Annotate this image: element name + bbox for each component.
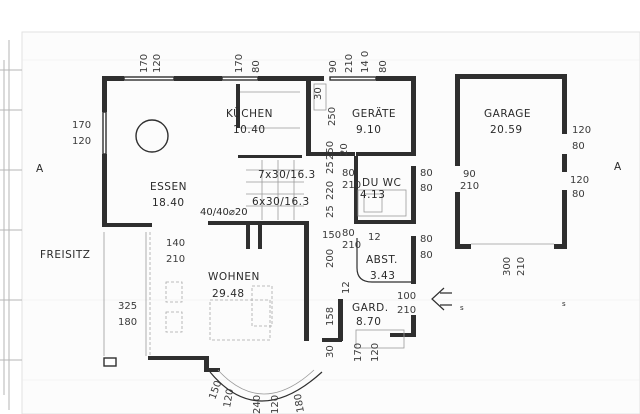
dim-mid-158: 158 (325, 307, 336, 326)
room-garage-area: 20.59 (490, 124, 523, 136)
room-gard-name: GARD. (352, 302, 389, 314)
room-abst-area: 3.43 (370, 270, 395, 282)
round-table (135, 119, 169, 153)
dim-garage-r1-a: 120 (572, 125, 591, 136)
dim-gard-100: 100 (397, 291, 416, 302)
dim-mid-220: 220 (325, 181, 336, 200)
entrance-arrow-icon (431, 287, 452, 311)
room-essen-area: 18.40 (152, 197, 185, 209)
dim-bay-3: 240 (252, 395, 263, 414)
dim-gard-210: 210 (397, 305, 416, 316)
dim-bot-30: 30 (325, 345, 336, 358)
dim-top-4b: 80 (378, 60, 389, 73)
dim-kue-30: 30 (313, 87, 324, 100)
room-abst-name: ABST. (366, 254, 398, 266)
dim-top-2a: 170 (234, 54, 245, 73)
column-note: 40/40⌀20 (200, 207, 248, 218)
room-geraete-name: GERÄTE (352, 107, 396, 120)
dim-garage-l-b: 210 (460, 181, 479, 192)
dim-top-3b: 210 (344, 54, 355, 73)
garage-marker: s (562, 300, 566, 308)
dim-mid-25: 25 (325, 161, 336, 174)
dim-wohnen-140: 140 (166, 238, 185, 249)
section-mark-left: A (36, 163, 44, 175)
dim-garage-l-a: 90 (463, 169, 476, 180)
dim-wc-80a: 80 (342, 168, 355, 179)
dim-bot-120: 120 (370, 343, 381, 362)
bay-window-arc (209, 371, 323, 402)
dim-abst-r80a: 80 (420, 234, 433, 245)
dim-abst-80: 80 (342, 228, 355, 239)
stair-note-lower: 6x30/16.3 (252, 196, 310, 208)
walls (102, 76, 416, 372)
dim-abst-210: 210 (342, 240, 361, 251)
dim-top-3a: 90 (328, 60, 339, 73)
dim-freisitz-180: 180 (118, 317, 137, 328)
freisitz-area (103, 232, 151, 356)
room-wohnen-area: 29.48 (212, 288, 245, 300)
room-kuechen-area: 10.40 (233, 124, 266, 136)
dim-garage-door-b: 210 (516, 257, 527, 276)
paper-texture (22, 59, 640, 381)
room-wohnen-name: WOHNEN (208, 271, 260, 283)
bay-window-arc-inner (217, 369, 315, 395)
room-kuechen-name: KÜCHEN (226, 107, 273, 120)
dim-freisitz-325: 325 (118, 301, 137, 312)
room-essen-name: ESSEN (150, 181, 187, 193)
room-duwc-name: DU WC (362, 177, 401, 189)
garage-walls (455, 74, 567, 249)
room-freisitz-name: FREISITZ (40, 249, 90, 261)
section-mark-right: A (614, 161, 622, 173)
dim-mid-250: 250 (325, 141, 336, 160)
dim-mid-200: 200 (325, 249, 336, 268)
dim-top-2b: 80 (251, 60, 262, 73)
dim-bay-5: 180 (293, 393, 307, 414)
dim-abst-r80b: 80 (420, 250, 433, 261)
torn-edge (0, 40, 22, 410)
stair-note-upper: 7x30/16.3 (258, 169, 316, 181)
entrance-marker: s (460, 304, 464, 312)
dim-left-win-a: 170 (72, 120, 91, 131)
dim-wc-80r1: 80 (420, 168, 433, 179)
dim-wc-210a: 210 (342, 180, 361, 191)
dim-garage-r1-b: 80 (572, 141, 585, 152)
furniture (135, 83, 407, 349)
room-garage-name: GARAGE (484, 108, 531, 120)
dim-mid-150: 150 (322, 230, 341, 241)
dim-mid-25b: 25 (325, 205, 336, 218)
stairs (246, 160, 304, 220)
dim-bay-2: 120 (222, 388, 236, 409)
dim-garage-r2-b: 80 (572, 189, 585, 200)
dim-abst-12: 12 (368, 232, 381, 243)
dim-left-win-b: 120 (72, 136, 91, 147)
dim-bay-4: 120 (270, 395, 281, 414)
dim-mid-12: 12 (341, 281, 352, 294)
dim-garage-door-a: 300 (502, 257, 513, 276)
dim-garage-r2-a: 120 (570, 175, 589, 186)
dim-top-1b: 120 (152, 54, 163, 73)
dim-geraete-w: 250 (327, 107, 338, 126)
dim-top-4a: 14 0 (360, 51, 371, 73)
dim-top-1a: 170 (139, 54, 150, 73)
dim-wc-80r2: 80 (420, 183, 433, 194)
room-gard-area: 8.70 (356, 316, 381, 328)
room-geraete-area: 9.10 (356, 124, 381, 136)
dim-mid-20: 20 (339, 143, 350, 156)
dim-bot-170: 170 (353, 343, 364, 362)
room-duwc-area: 4.13 (360, 189, 385, 201)
dim-wohnen-210: 210 (166, 254, 185, 265)
